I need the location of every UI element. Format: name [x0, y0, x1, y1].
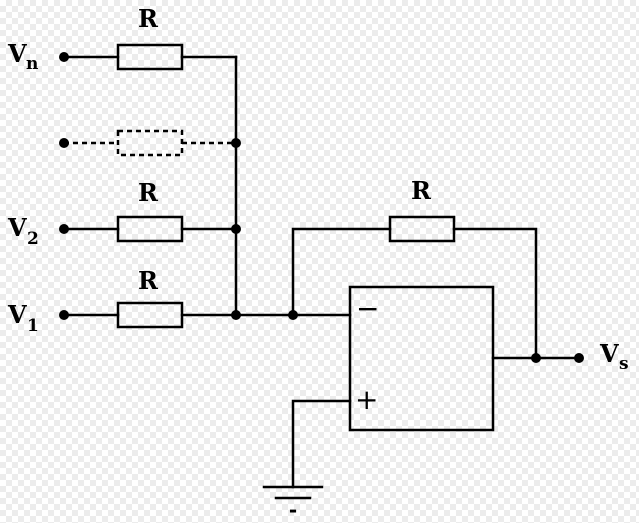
resistor-r1 [116, 301, 184, 329]
input-branch-ellipsis [59, 129, 241, 157]
terminal-output [574, 353, 584, 363]
resistor-rn [116, 43, 184, 71]
resistor-feedback [388, 215, 456, 243]
label-v1-sub: 1 [27, 316, 39, 336]
label-vn: V n [7, 39, 38, 74]
wire-ground [291, 399, 352, 489]
resistor-ellipsis [116, 129, 184, 157]
ground-symbol: - [262, 399, 352, 522]
resistor-r2 [116, 215, 184, 243]
label-v1: V 1 [7, 300, 39, 336]
resistor-rn-label: R [138, 4, 159, 33]
label-v2-main: V [7, 213, 27, 242]
input-branch-vn [59, 43, 238, 71]
opamp-noninverting-sign: + [355, 383, 378, 416]
label-vs-sub: s [619, 354, 629, 374]
wire-feedback-left [291, 227, 392, 317]
opamp: − + [348, 285, 495, 432]
input-branch-v2 [59, 215, 241, 243]
opamp-inverting-sign: − [356, 292, 379, 325]
resistor-feedback-label: R [411, 176, 432, 205]
input-branch-v1 [59, 301, 238, 329]
label-vn-main: V [7, 39, 27, 68]
ground-label: - [289, 498, 297, 522]
label-v2-sub: 2 [27, 229, 39, 249]
resistor-r1-label: R [138, 266, 159, 295]
resistor-r2-label: R [138, 178, 159, 207]
label-v2: V 2 [7, 213, 39, 249]
label-v1-main: V [7, 300, 27, 329]
label-vs-main: V [599, 339, 619, 368]
feedback-path [291, 215, 538, 360]
label-vn-sub: n [26, 54, 38, 74]
wire-feedback-right [452, 227, 538, 360]
junction-output [531, 353, 541, 363]
label-vs: V s [599, 339, 629, 374]
